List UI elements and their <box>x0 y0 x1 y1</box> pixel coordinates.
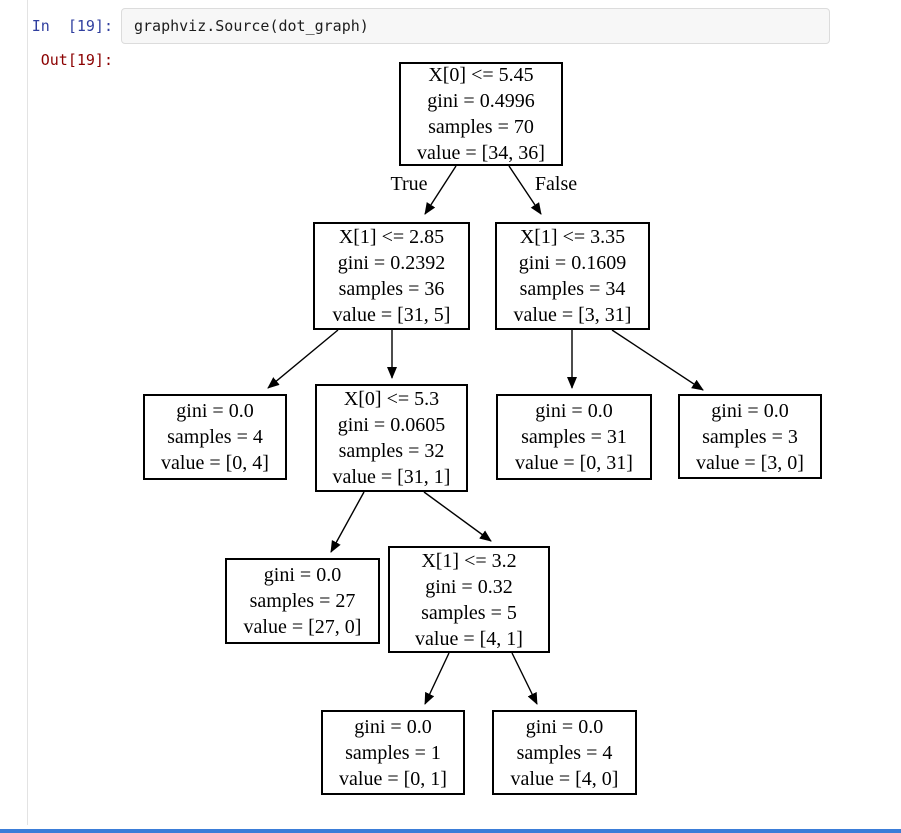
input-prompt: In [19]: <box>31 17 113 35</box>
node-line: gini = 0.2392 <box>337 252 446 274</box>
node-line: X[1] <= 3.35 <box>519 226 626 248</box>
edge-nodeF-leafH <box>511 652 538 705</box>
node-line: samples = 3 <box>702 425 798 448</box>
edge-root-true <box>424 165 457 215</box>
node-line: value = [27, 0] <box>243 616 362 638</box>
node-line: samples = 34 <box>519 278 626 300</box>
node-line: samples = 4 <box>516 741 613 764</box>
edge-label-false: False <box>535 173 577 195</box>
edge-root-false <box>508 165 542 215</box>
node-line: gini = 0.0 <box>176 400 254 422</box>
node-line: gini = 0.0 <box>711 399 789 422</box>
node-line: samples = 4 <box>167 426 263 448</box>
tree-node-root: X[0] <= 5.45 gini = 0.4996 samples = 70 … <box>399 62 563 166</box>
node-line: X[1] <= 3.2 <box>421 549 517 572</box>
node-line: value = [3, 31] <box>513 304 632 326</box>
edge-l2right-leafD <box>611 329 704 391</box>
node-line: value = [31, 1] <box>332 466 451 488</box>
tree-node-l2-right: X[1] <= 3.35 gini = 0.1609 samples = 34 … <box>495 222 650 330</box>
node-line: samples = 1 <box>345 741 441 764</box>
node-line: gini = 0.4996 <box>427 90 535 112</box>
node-line: X[0] <= 5.3 <box>343 388 440 410</box>
output-prompt: Out[19]: <box>40 51 113 69</box>
node-line: X[0] <= 5.45 <box>428 64 534 86</box>
node-line: value = [0, 31] <box>515 452 633 474</box>
node-line: gini = 0.32 <box>425 575 513 598</box>
node-line: value = [4, 1] <box>415 627 523 650</box>
code-cell: In [19]: graphviz.Source(dot_graph) <box>0 8 901 44</box>
node-line: gini = 0.0 <box>263 564 342 586</box>
tree-node-leaf-g: gini = 0.0 samples = 1 value = [0, 1] <box>321 710 465 795</box>
tree-node-b: X[0] <= 5.3 gini = 0.0605 samples = 32 v… <box>315 384 468 492</box>
node-line: gini = 0.1609 <box>518 252 627 274</box>
node-line: samples = 32 <box>338 440 445 462</box>
tree-node-f: X[1] <= 3.2 gini = 0.32 samples = 5 valu… <box>388 546 550 653</box>
node-line: samples = 31 <box>521 426 627 448</box>
node-line: gini = 0.0605 <box>337 414 446 436</box>
code-input-area[interactable]: graphviz.Source(dot_graph) <box>121 8 830 44</box>
node-line: gini = 0.0 <box>525 715 604 738</box>
edge-nodeF-leafG <box>424 652 450 705</box>
tree-node-leaf-d: gini = 0.0 samples = 3 value = [3, 0] <box>678 394 822 479</box>
node-line: samples = 70 <box>428 116 534 138</box>
edge-nodeB-leafE <box>330 491 365 553</box>
tree-node-leaf-a: gini = 0.0 samples = 4 value = [0, 4] <box>143 394 287 480</box>
node-line: samples = 5 <box>421 601 517 624</box>
node-line: value = [31, 5] <box>332 304 451 326</box>
output-cell: Out[19]: <box>0 48 901 72</box>
tree-node-leaf-e: gini = 0.0 samples = 27 value = [27, 0] <box>225 558 380 644</box>
node-line: samples = 27 <box>249 590 356 612</box>
tree-node-l2-left: X[1] <= 2.85 gini = 0.2392 samples = 36 … <box>313 222 470 330</box>
node-line: gini = 0.0 <box>535 400 613 422</box>
edge-label-true: True <box>390 173 427 195</box>
node-line: value = [0, 4] <box>161 452 269 474</box>
cell-left-border <box>27 0 28 825</box>
node-line: value = [0, 1] <box>339 767 447 790</box>
node-line: samples = 36 <box>338 278 445 300</box>
node-line: value = [34, 36] <box>417 142 545 164</box>
edge-nodeB-nodeF <box>423 491 492 542</box>
next-cell-indicator <box>0 829 901 833</box>
node-line: X[1] <= 2.85 <box>338 226 445 248</box>
edge-l2left-leafA <box>267 329 339 389</box>
tree-node-leaf-c: gini = 0.0 samples = 31 value = [0, 31] <box>496 394 652 480</box>
node-line: value = [3, 0] <box>696 451 804 474</box>
node-line: value = [4, 0] <box>510 767 619 790</box>
code-text: graphviz.Source(dot_graph) <box>134 17 369 35</box>
tree-node-leaf-h: gini = 0.0 samples = 4 value = [4, 0] <box>492 710 637 795</box>
node-line: gini = 0.0 <box>354 715 432 738</box>
